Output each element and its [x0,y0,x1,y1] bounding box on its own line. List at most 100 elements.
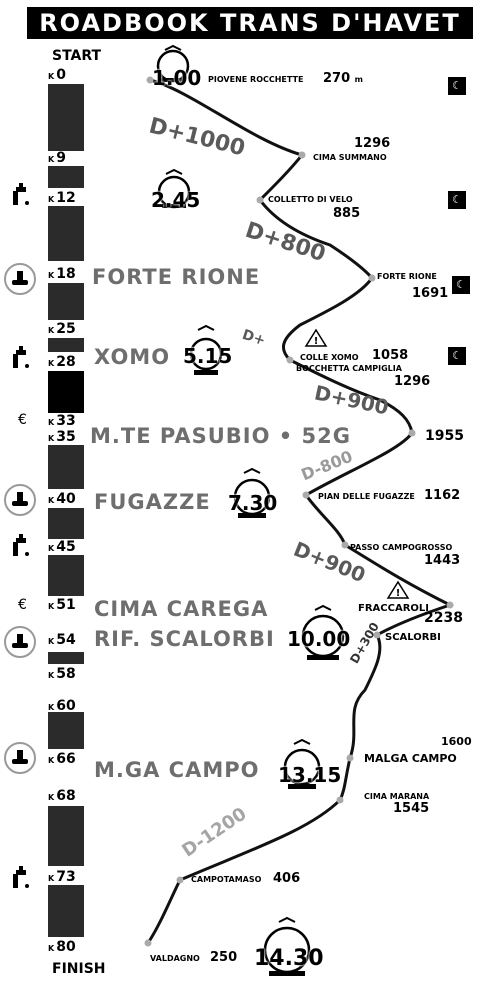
place-elevation: 1443 [424,553,461,568]
start-label: START [52,48,102,64]
km-bar-segment [48,166,84,188]
km-bar-segment [48,206,84,261]
euro-icon: € [18,597,27,613]
km-bar-segment [48,555,84,596]
place-label: CAMPOTAMASO [191,875,262,884]
euro-icon: € [18,412,27,428]
svg-text:!: ! [396,588,401,599]
place-label: SCALORBI [385,632,441,643]
alarm-clock-icon [189,324,223,375]
km-bar-segment [48,652,84,664]
moon-icon: ☾ [448,347,466,365]
waypoint-dot [446,601,454,609]
km-bar-segment [48,508,84,539]
time-checkpoint: 10.00 [287,627,351,651]
waypoint-dot [373,631,381,639]
alarm-clock-icon [156,44,190,83]
place-label: BOCCHETTA CAMPIGLIA [296,364,402,373]
waypoint-dot [146,76,154,84]
place-label: PIAN DELLE FUGAZZE [318,492,415,501]
checkpoint-label: CIMA CAREGA [94,597,269,621]
waypoint-dot [336,796,344,804]
moon-icon: ☾ [448,77,466,95]
waypoint-dot [408,429,416,437]
place-elevation: 270 m [323,71,364,86]
water-tap-icon [13,534,29,556]
place-label: FORTE RIONE [377,272,437,281]
place-elevation: 1162 [424,488,461,503]
km-bar-segment [48,283,84,320]
food-station-icon [4,742,36,774]
water-tap-icon [13,866,29,888]
place-label: VALDAGNO [150,954,200,963]
place-label: CIMA SUMMANO [313,153,387,162]
km-bar-segment [48,885,84,937]
place-label: CIMA MARANA [364,792,430,801]
alarm-clock-icon [157,168,191,209]
place-elevation: 1955 [425,428,464,444]
waypoint-dot [346,754,354,762]
roadbook-title: ROADBOOK TRANS D'HAVET [27,7,473,39]
place-elevation: 1600 [441,735,472,748]
km-bar-segment [48,445,84,489]
svg-text:!: ! [314,336,319,347]
waypoint-dot [286,356,294,364]
place-elevation: 1296 [394,374,431,389]
time-checkpoint: 2.45 [151,188,201,212]
waypoint-dot [256,196,264,204]
route-line [146,78,454,944]
warning-icon: ! [304,328,328,347]
waypoint-dot [341,541,349,549]
place-label: COLLETTO DI VELO [268,195,353,204]
place-label: MALGA CAMPO [364,752,457,765]
checkpoint-label: FORTE RIONE [92,265,261,289]
food-station-icon [4,626,36,658]
alarm-clock-icon [263,916,311,976]
km-bar-segment [48,84,84,151]
water-tap-icon [13,346,29,368]
waypoint-dot [144,939,152,947]
checkpoint-label: XOMO [94,345,171,369]
place-label: PIOVENE ROCCHETTE [208,75,304,84]
place-elevation: 1545 [393,801,430,816]
checkpoint-label: RIF. SCALORBI [94,627,275,651]
warning-icon: ! [386,580,410,599]
place-label: FRACCAROLI [358,603,429,614]
moon-icon: ☾ [448,191,466,209]
moon-icon: ☾ [452,276,470,294]
water-tap-icon [13,183,29,205]
place-label: PASSO CAMPOGROSSO [350,543,453,552]
place-elevation: 250 [210,950,238,965]
place-elevation: 1058 [372,348,409,363]
place-elevation: 406 [273,871,301,886]
km-bar-segment [48,712,84,749]
km-bar-segment [48,371,84,413]
checkpoint-label: M.GA CAMPO [94,758,260,782]
checkpoint-label: FUGAZZE [94,490,211,514]
km-bar-segment [48,338,84,352]
place-elevation: 1296 [354,136,391,151]
place-elevation: 1691 [412,286,449,301]
km-bar-segment [48,806,84,866]
time-checkpoint: 1.00 [152,66,202,90]
place-elevation: 2238 [424,610,463,626]
waypoint-dot [302,491,310,499]
alarm-clock-icon [283,738,321,789]
alarm-clock-icon [301,604,345,660]
waypoint-dot [176,876,184,884]
place-elevation: 885 [333,206,361,221]
